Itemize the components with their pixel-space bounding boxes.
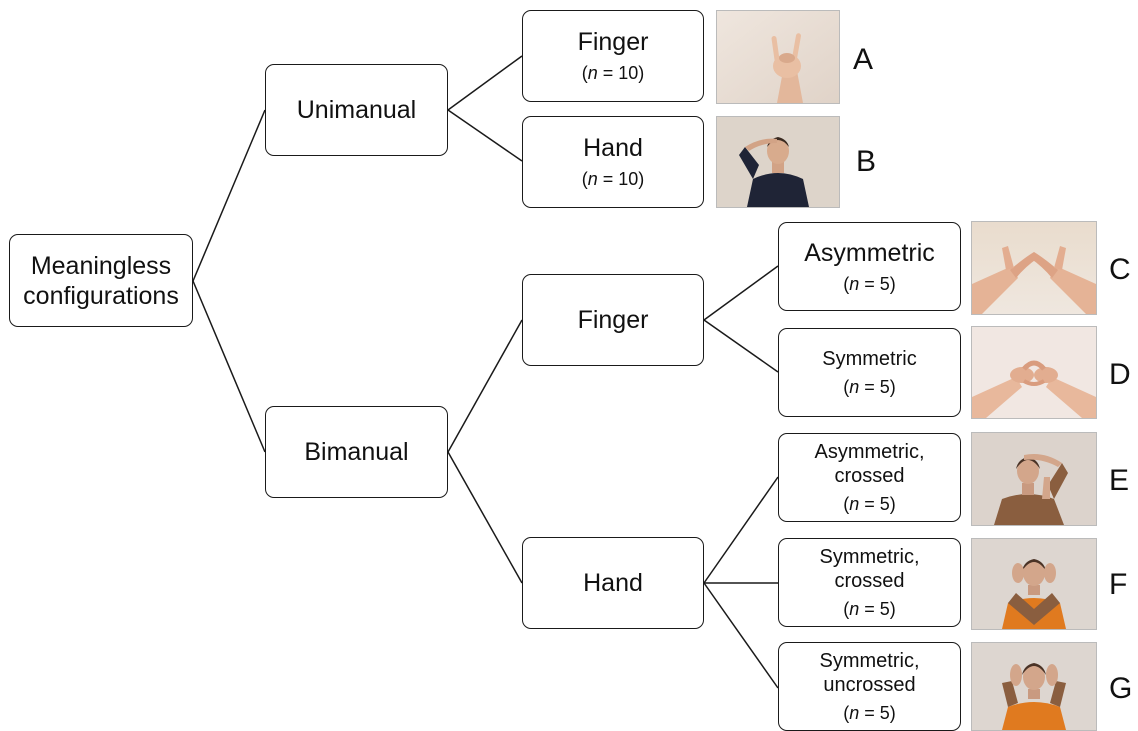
panel-letter-d: D — [1109, 358, 1131, 391]
node-label: Asymmetric — [804, 238, 935, 267]
photo-c-two-hands-asymmetric — [971, 221, 1097, 315]
node-label: Asymmetric, crossed — [814, 440, 925, 487]
photo-a-single-hand-finger — [716, 10, 840, 104]
node-label: Bimanual — [304, 438, 409, 466]
count-label: (n = 5) — [843, 702, 896, 723]
node-unimanual-hand: Hand (n = 10) — [522, 116, 704, 208]
node-bimanual-finger: Finger — [522, 274, 704, 366]
count-label: (n = 5) — [843, 273, 896, 294]
panel-letter-c: C — [1109, 253, 1131, 286]
photo-b-man-hand-on-head — [716, 116, 840, 208]
node-unimanual: Unimanual — [265, 64, 448, 156]
edge-bfinger-sym — [703, 319, 779, 373]
panel-letter-b: B — [856, 145, 877, 178]
node-hand-asymmetric-crossed: Asymmetric, crossed (n = 5) — [778, 433, 961, 522]
edge-unimanual-hand — [447, 109, 523, 162]
photo-d-two-hands-symmetric — [971, 326, 1097, 419]
photo-f-woman-symmetric-crossed — [971, 538, 1097, 630]
edge-bhand-asymcross — [703, 476, 779, 584]
edge-bhand-symuncross — [703, 582, 779, 689]
node-label: Symmetric, crossed — [819, 545, 920, 592]
count-label: (n = 5) — [843, 598, 896, 619]
node-finger-symmetric: Symmetric (n = 5) — [778, 328, 961, 417]
photo-g-woman-symmetric-uncrossed — [971, 642, 1097, 731]
photo-e-woman-asymmetric-crossed — [971, 432, 1097, 526]
node-finger-asymmetric: Asymmetric (n = 5) — [778, 222, 961, 311]
node-label: Hand — [583, 134, 643, 163]
edge-unimanual-finger — [447, 55, 523, 111]
edge-root-bimanual — [192, 280, 266, 453]
edge-bimanual-hand — [447, 451, 523, 584]
panel-letter-e: E — [1109, 464, 1130, 497]
node-label: Symmetric — [822, 347, 917, 370]
count-label: (n = 5) — [843, 493, 896, 514]
edge-bfinger-asym — [703, 265, 779, 321]
node-meaningless-configurations: Meaningless configurations — [9, 234, 193, 327]
count-label: (n = 10) — [581, 63, 645, 84]
panel-letter-g: G — [1109, 672, 1133, 705]
node-hand-symmetric-crossed: Symmetric, crossed (n = 5) — [778, 538, 961, 627]
node-hand-symmetric-uncrossed: Symmetric, uncrossed (n = 5) — [778, 642, 961, 731]
edge-root-unimanual — [192, 109, 266, 282]
count-label: (n = 5) — [843, 376, 896, 397]
node-label: Symmetric, uncrossed — [819, 649, 920, 696]
node-label: Finger — [577, 306, 649, 334]
node-bimanual: Bimanual — [265, 406, 448, 498]
node-unimanual-finger: Finger (n = 10) — [522, 10, 704, 102]
edge-bimanual-finger — [447, 319, 523, 453]
node-label: Meaningless configurations — [23, 251, 179, 310]
node-bimanual-hand: Hand — [522, 537, 704, 629]
count-label: (n = 10) — [581, 169, 645, 190]
panel-letter-a: A — [853, 43, 874, 76]
node-label: Unimanual — [296, 96, 417, 124]
panel-letter-f: F — [1109, 568, 1128, 601]
node-label: Finger — [577, 28, 649, 57]
node-label: Hand — [583, 569, 643, 597]
